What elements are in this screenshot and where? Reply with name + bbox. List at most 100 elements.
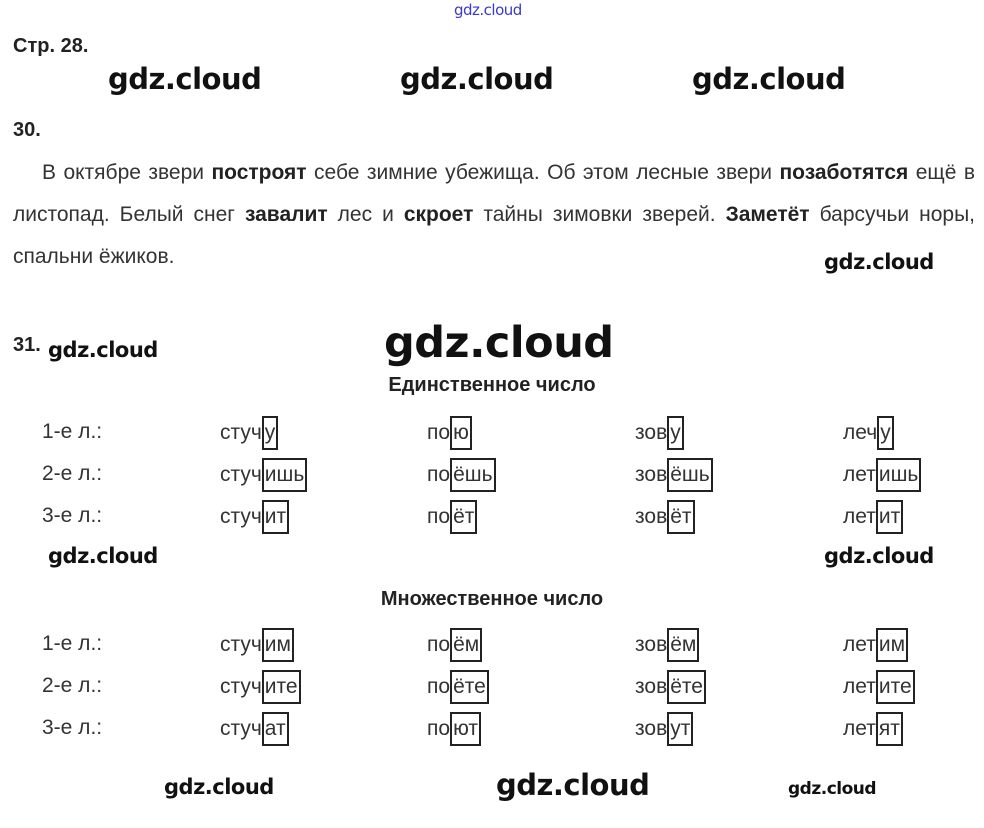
- verb-ending-box: ю: [450, 416, 472, 450]
- bold-verb: построят: [211, 161, 307, 184]
- exercise-30-number: 30.: [13, 119, 41, 141]
- watermark: gdz.cloud: [824, 544, 934, 568]
- verb-stem: по: [427, 633, 451, 656]
- watermark: gdz.cloud: [454, 1, 522, 19]
- verb-ending-box: ём: [450, 628, 483, 662]
- verb-ending-box: ат: [261, 712, 289, 746]
- verb-ending-box: ишь: [875, 458, 922, 492]
- watermark: gdz.cloud: [692, 62, 846, 96]
- verb-stem: стуч: [220, 675, 262, 698]
- person-label: 1-е л.:: [42, 632, 103, 655]
- text-segment: зверей.: [642, 203, 726, 226]
- verb-stem: зов: [635, 633, 668, 656]
- verb-stem: по: [427, 463, 451, 486]
- plural-title: Множественное число: [380, 588, 604, 610]
- verb-ending-box: ёшь: [667, 458, 713, 492]
- verb-stem: зов: [635, 463, 668, 486]
- bold-verb: скроет: [403, 203, 474, 226]
- verb-ending-box: ёшь: [450, 458, 496, 492]
- verb-ending-box: ишь: [261, 458, 308, 492]
- verb-stem: лет: [843, 717, 876, 740]
- person-label: 2-е л.:: [42, 674, 103, 697]
- exercise-30-text: В октябре звери построят себе зимние убе…: [13, 152, 975, 278]
- verb-stem: лет: [843, 505, 876, 528]
- verb-stem: лет: [843, 675, 876, 698]
- bold-verb: завалит: [244, 203, 328, 226]
- bold-verb: Заметёт: [725, 203, 810, 226]
- exercise-31-number: 31.: [13, 334, 41, 356]
- person-label: 1-е л.:: [42, 420, 103, 443]
- verb-stem: зов: [635, 505, 668, 528]
- verb-stem: по: [427, 675, 451, 698]
- verb-stem: стуч: [220, 505, 262, 528]
- watermark: gdz.cloud: [400, 62, 554, 96]
- verb-stem: стуч: [220, 463, 262, 486]
- verb-ending-box: ите: [261, 670, 301, 704]
- text-segment: В октябре звери: [42, 161, 212, 184]
- verb-ending-box: ёт: [667, 500, 695, 534]
- verb-ending-box: ите: [875, 670, 915, 704]
- text-segment: барсучьи норы, спальни ёжиков.: [13, 203, 975, 268]
- verb-stem: по: [427, 421, 451, 444]
- verb-stem: лет: [843, 633, 876, 656]
- watermark: gdz.cloud: [48, 544, 158, 568]
- verb-ending-box: ёт: [450, 500, 478, 534]
- watermark: gdz.cloud: [384, 318, 614, 368]
- verb-ending-box: ит: [875, 500, 904, 534]
- text-segment: тайны зимовки: [473, 203, 643, 226]
- watermark: gdz.cloud: [108, 62, 262, 96]
- watermark: gdz.cloud: [788, 779, 877, 799]
- verb-ending-box: у: [877, 416, 894, 450]
- verb-ending-box: ют: [450, 712, 481, 746]
- verb-stem: зов: [635, 421, 668, 444]
- singular-title: Единственное число: [388, 374, 596, 396]
- verb-stem: стуч: [220, 633, 262, 656]
- verb-ending-box: ут: [667, 712, 694, 746]
- verb-stem: лет: [843, 463, 876, 486]
- verb-stem: зов: [635, 717, 668, 740]
- verb-ending-box: у: [261, 416, 279, 450]
- verb-ending-box: у: [667, 416, 684, 450]
- watermark: gdz.cloud: [824, 250, 934, 274]
- verb-stem: зов: [635, 675, 668, 698]
- text-segment: ещё в листопад. Белый снег: [13, 161, 975, 226]
- verb-ending-box: им: [875, 628, 909, 662]
- text-segment: себе зимние убежища. Об этом лесные звер…: [306, 161, 780, 184]
- watermark: gdz.cloud: [496, 768, 650, 802]
- person-label: 3-е л.:: [42, 716, 103, 739]
- watermark: gdz.cloud: [48, 338, 158, 362]
- verb-ending-box: ём: [667, 628, 700, 662]
- verb-ending-box: ят: [875, 712, 903, 746]
- bold-verb: позаботятся: [779, 161, 909, 184]
- text-segment: лес и: [327, 203, 404, 226]
- watermark: gdz.cloud: [164, 775, 274, 799]
- person-label: 2-е л.:: [42, 462, 103, 485]
- verb-ending-box: ит: [261, 500, 290, 534]
- verb-stem: по: [427, 505, 451, 528]
- verb-ending-box: ёте: [450, 670, 489, 704]
